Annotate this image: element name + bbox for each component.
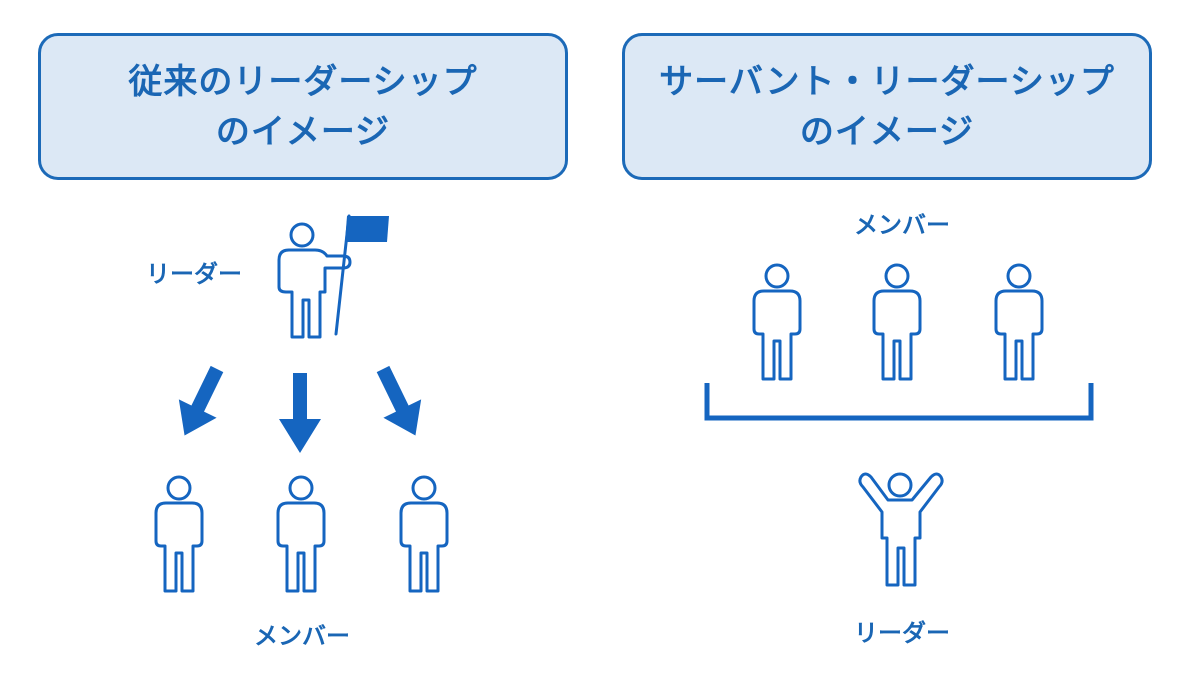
arrow-down-icon	[279, 373, 321, 453]
traditional-members-label: メンバー	[254, 622, 350, 650]
servant-members-label: メンバー	[854, 211, 950, 239]
servant-leadership-title-box: サーバント・リーダーシップ のイメージ	[622, 33, 1152, 180]
member-person-icon	[872, 263, 922, 381]
leader-arms-raised-icon	[858, 472, 944, 587]
member-person-icon	[752, 263, 802, 381]
traditional-title-line2: のイメージ	[215, 111, 391, 152]
traditional-title-line1: 従来のリーダーシップ	[128, 61, 478, 102]
servant-title-line1: サーバント・リーダーシップ	[659, 61, 1115, 102]
member-person-icon	[154, 475, 204, 593]
member-person-icon	[276, 475, 326, 593]
leader-with-flag-icon	[277, 214, 352, 339]
traditional-leader-label: リーダー	[146, 260, 242, 288]
servant-leader-label: リーダー	[854, 619, 950, 647]
support-bracket	[704, 383, 1094, 421]
arrow-down-left-icon	[178, 365, 224, 436]
arrow-down-right-icon	[376, 365, 422, 436]
member-person-icon	[994, 263, 1044, 381]
member-person-icon	[399, 475, 449, 593]
flag-icon	[345, 216, 389, 242]
servant-title-line2: のイメージ	[799, 111, 975, 152]
traditional-leadership-title-box: 従来のリーダーシップ のイメージ	[38, 33, 568, 180]
